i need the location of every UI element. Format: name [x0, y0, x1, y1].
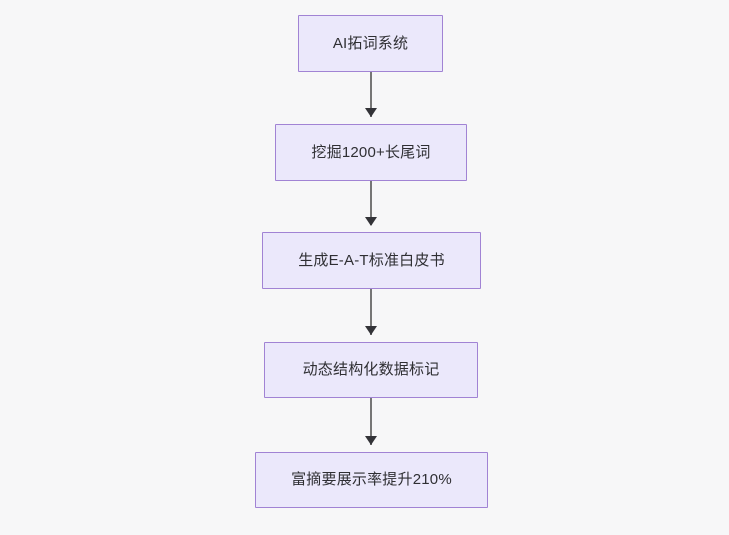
flow-edge-2-arrowhead-icon: [365, 217, 377, 226]
flow-node-label: 动态结构化数据标记: [302, 361, 440, 378]
flow-edge-2-line: [370, 181, 372, 225]
flow-node-label: AI拓词系统: [332, 34, 409, 52]
flow-edge-1-line: [370, 72, 372, 117]
flow-node-rich-snippet-impression-lift[interactable]: 富摘要展示率提升210%: [255, 452, 488, 508]
flow-edge-3-arrowhead-icon: [365, 326, 377, 335]
flow-node-mine-longtail-keywords[interactable]: 挖掘1200+长尾词: [275, 124, 467, 181]
flow-node-generate-eat-whitepaper[interactable]: 生成E-A-T标准白皮书: [262, 232, 481, 289]
flow-node-ai-keyword-system[interactable]: AI拓词系统: [298, 15, 443, 72]
flow-edge-4-line: [370, 398, 372, 445]
flow-edge-3-line: [370, 289, 372, 335]
flow-edge-4-arrowhead-icon: [365, 436, 377, 445]
flow-node-label: 挖掘1200+长尾词: [311, 143, 431, 161]
flow-node-label: 富摘要展示率提升210%: [291, 471, 452, 488]
flow-edge-1-arrowhead-icon: [365, 108, 377, 117]
flow-node-label: 生成E-A-T标准白皮书: [298, 251, 445, 269]
flow-node-dynamic-structured-data-markup[interactable]: 动态结构化数据标记: [264, 342, 478, 398]
